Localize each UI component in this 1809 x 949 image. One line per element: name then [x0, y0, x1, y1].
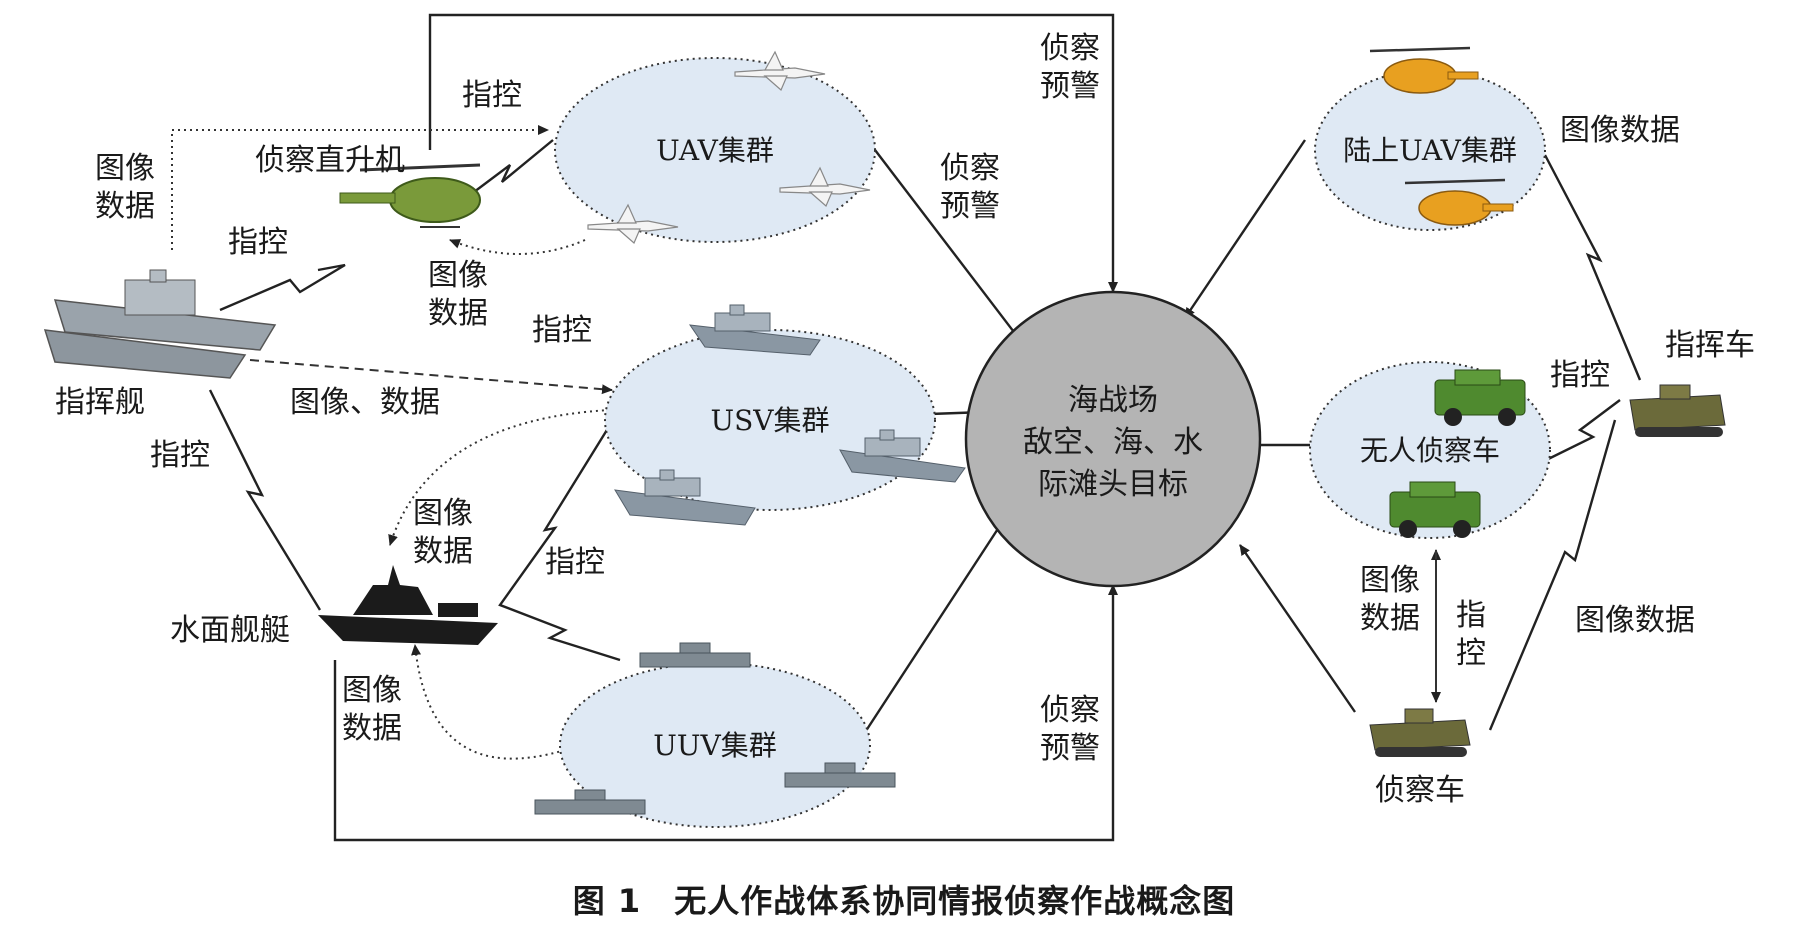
heli-uav-zigzag	[449, 139, 554, 211]
frame-bottom-line	[333, 584, 1118, 842]
battlefield-line-1: 海战场	[1068, 383, 1158, 418]
command-ship-usv-label: 指控	[532, 313, 592, 348]
recon-vehicle-label: 侦察车	[1375, 773, 1465, 808]
image-data-land-uav-label: 图像数据	[1560, 113, 1680, 148]
image-data-heli-1: 图像	[428, 258, 488, 293]
frame-top-line	[428, 13, 1118, 293]
image-data-ship-1: 图像	[95, 151, 155, 186]
recon-warning-uav-2: 预警	[940, 189, 1000, 224]
cmd-ugv-zigzag	[1529, 399, 1621, 470]
uuv-vessel-icon	[784, 762, 896, 788]
uav-to-center-line	[874, 149, 1021, 341]
uuv-cluster-label: UUV集群	[653, 729, 776, 762]
recon-warning-uav-1: 侦察	[940, 151, 1000, 186]
uav-heli-dotted	[449, 239, 586, 255]
recon-to-center-line	[1239, 544, 1356, 713]
land-uav-to-center-line	[1184, 139, 1306, 319]
ship-surface-zigzag	[208, 389, 322, 611]
figure-caption: 图 1 无人作战体系协同情报侦察作战概念图	[573, 882, 1235, 920]
surface-ship-label: 水面舰艇	[170, 613, 290, 648]
ugv-vehicle-icon	[1389, 481, 1481, 538]
command-surface-uuv-label: 指控	[545, 545, 605, 580]
image-data-ship-usv-label: 图像、数据	[290, 385, 440, 420]
uav-jet-icon	[779, 166, 871, 207]
image-data-recon-2: 数据	[1360, 601, 1420, 636]
recon-helicopter-icon	[339, 163, 481, 228]
ship-usv-dashed	[249, 359, 613, 395]
battlefield-line-3: 际滩头目标	[1038, 467, 1188, 502]
usv-surface-dotted	[388, 409, 611, 546]
command-heli-uav-label: 指控	[462, 78, 522, 113]
recon-vehicle-icon	[1369, 708, 1471, 757]
usv-surface-zigzag	[498, 424, 621, 662]
usv-ship-icon	[614, 469, 756, 526]
image-data-uuv-2: 数据	[342, 711, 402, 746]
ugv-cluster-label: 无人侦察车	[1360, 434, 1500, 467]
image-data-usv-2: 数据	[413, 534, 473, 569]
command-ship-label: 指挥舰	[55, 385, 145, 420]
image-data-cmd-recon-label: 图像数据	[1575, 603, 1695, 638]
land-uav-cluster-label: 陆上UAV集群	[1343, 134, 1517, 167]
uuv-surface-dotted	[411, 644, 566, 760]
usv-ship-icon	[688, 304, 821, 356]
recon-warning-top-1: 侦察	[1040, 31, 1100, 66]
command-vehicle-icon	[1629, 384, 1726, 437]
recon-warning-bottom-2: 预警	[1040, 731, 1100, 766]
uuv-to-center-line	[858, 517, 1007, 741]
command-ship-heli-label: 指控	[228, 225, 288, 260]
uav-cluster-label: UAV集群	[656, 134, 774, 167]
uav-jet-icon	[587, 203, 679, 244]
image-data-recon-1: 图像	[1360, 563, 1420, 598]
uuv-vessel-icon	[639, 642, 751, 668]
command-recon-ugv-label-1: 指	[1456, 598, 1486, 633]
image-data-heli-2: 数据	[428, 296, 488, 331]
ship-uav-dotted	[171, 125, 549, 250]
image-data-uuv-1: 图像	[342, 673, 402, 708]
land-uav-helicopter-icon	[1369, 46, 1479, 94]
uav-cluster	[554, 57, 876, 243]
ship-heli-zigzag	[219, 263, 346, 312]
recon-warning-top-2: 预警	[1040, 69, 1100, 104]
command-cmdvehicle-ugv-label: 指控	[1550, 358, 1610, 393]
battlefield-target	[964, 290, 1262, 588]
command-recon-ugv-label-2: 控	[1456, 636, 1486, 671]
cmd-recon-zigzag	[1488, 419, 1617, 731]
usv-cluster-label: USV集群	[710, 404, 829, 437]
surface-ship-icon	[318, 565, 498, 645]
command-ship-surface-label: 指控	[150, 438, 210, 473]
command-ship-icon	[43, 269, 277, 379]
uuv-vessel-icon	[534, 789, 646, 815]
image-data-usv-1: 图像	[413, 496, 473, 531]
image-data-ship-2: 数据	[95, 189, 155, 224]
recon-warning-bottom-1: 侦察	[1040, 693, 1100, 728]
landuav-cmd-zigzag	[1543, 154, 1642, 381]
uav-jet-icon	[734, 50, 826, 91]
connectors	[171, 13, 1642, 842]
land-uav-helicopter-icon	[1404, 178, 1514, 226]
recon-helicopter-label: 侦察直升机	[255, 143, 405, 178]
usv-ship-icon	[839, 429, 966, 483]
command-vehicle-label: 指挥车	[1665, 328, 1755, 363]
battlefield-line-2: 敌空、海、水	[1023, 425, 1203, 460]
ugv-vehicle-icon	[1434, 369, 1526, 426]
